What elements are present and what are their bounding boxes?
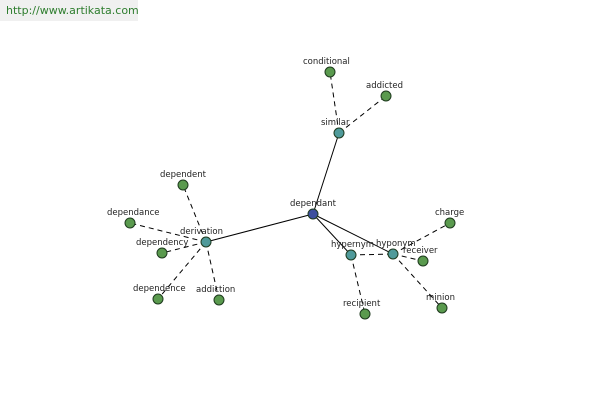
node-label-addiction: addiction [196, 285, 235, 295]
node-label-derivation: derivation [180, 227, 223, 237]
edge-similar-conditional [329, 71, 340, 134]
node-label-conditional: conditional [303, 57, 350, 67]
edge-hypernym-hyponym [350, 253, 394, 256]
node-conditional[interactable] [324, 66, 336, 78]
nodes-layer [124, 66, 456, 320]
node-label-dependant: dependant [290, 199, 337, 209]
node-minion[interactable] [436, 302, 448, 314]
edge-hyponym-minion [392, 253, 443, 309]
node-label-minion: minion [426, 293, 455, 303]
node-recipient[interactable] [359, 308, 371, 320]
node-dependency[interactable] [156, 247, 168, 259]
node-label-recipient: recipient [343, 299, 381, 309]
node-charge[interactable] [444, 217, 456, 229]
edge-dependant-hyponym [312, 213, 394, 255]
edge-derivation-addiction [205, 241, 220, 301]
node-label-dependance: dependance [107, 208, 160, 218]
node-derivation[interactable] [200, 236, 212, 248]
edge-similar-addicted [338, 95, 387, 134]
node-label-dependent: dependent [160, 170, 207, 180]
node-label-addicted: addicted [366, 81, 403, 91]
edge-derivation-dependence [157, 241, 207, 300]
node-dependence[interactable] [152, 293, 164, 305]
edges-layer [129, 71, 451, 315]
node-label-dependence: dependence [133, 284, 186, 294]
node-dependant[interactable] [307, 208, 319, 220]
edge-hypernym-recipient [350, 254, 366, 315]
node-similar[interactable] [333, 127, 345, 139]
node-addiction[interactable] [213, 294, 225, 306]
node-dependent[interactable] [177, 179, 189, 191]
edge-dependant-derivation [205, 213, 314, 243]
node-label-charge: charge [435, 208, 464, 218]
node-hypernym[interactable] [345, 249, 357, 261]
edge-dependant-hypernym [312, 213, 352, 256]
node-label-hyponym: hyponym [376, 239, 416, 249]
node-dependance[interactable] [124, 217, 136, 229]
node-label-receiver: receiver [403, 246, 438, 256]
node-addicted[interactable] [380, 90, 392, 102]
edge-derivation-dependent [182, 184, 207, 243]
labels-layer: dependant similar conditional addicted deriv… [107, 57, 464, 309]
node-hyponym[interactable] [387, 248, 399, 260]
edge-dependant-similar [312, 132, 340, 215]
node-receiver[interactable] [417, 255, 429, 267]
site-watermark[interactable]: http://www.artikata.com [0, 0, 139, 21]
edge-hyponym-charge [392, 222, 451, 255]
node-label-dependency: dependency [136, 238, 188, 248]
node-label-hypernym: hypernym [331, 240, 374, 250]
edge-derivation-dependency [161, 241, 207, 254]
edge-derivation-dependance [129, 222, 207, 243]
node-label-similar: similar [321, 118, 350, 128]
